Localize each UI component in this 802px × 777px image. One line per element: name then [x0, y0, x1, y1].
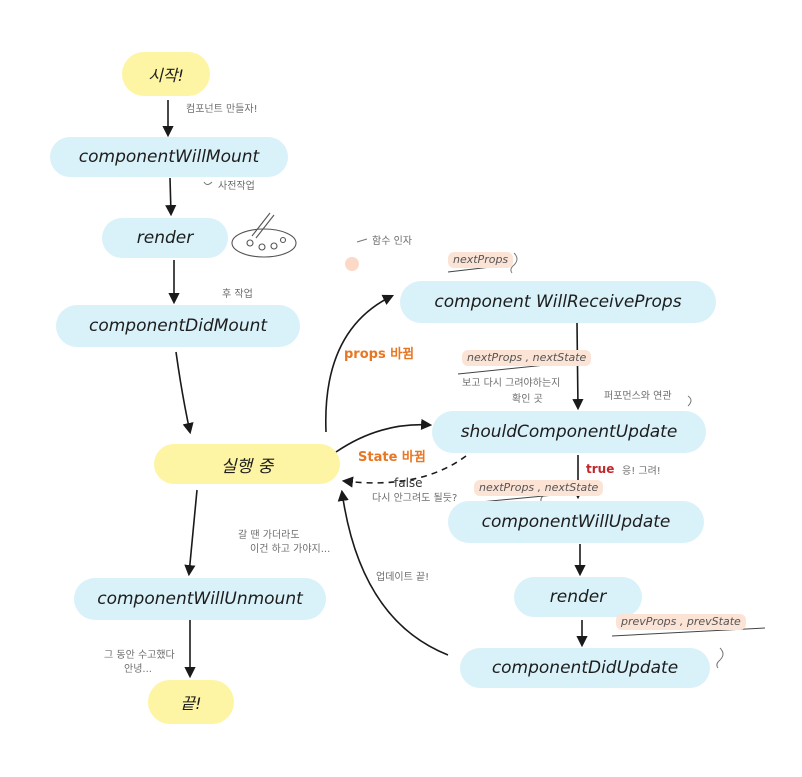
arrow-willmount-to-render [165, 177, 177, 217]
label-state-changed: State 바뀜 [358, 450, 426, 465]
tag-next-props-state-2: nextProps , nextState [474, 480, 604, 496]
arrow-running-to-shouldupdate [335, 418, 433, 453]
note-update-done: 업데이트 끝! [376, 572, 430, 583]
dot-icon [345, 257, 359, 271]
component-will-update-node: componentWillUpdate [448, 501, 704, 543]
label-props-changed: props 바뀜 [344, 347, 415, 362]
note-goodbye-2: 안녕... [124, 664, 152, 675]
component-did-mount-node: componentDidMount [56, 305, 300, 347]
tag-prev-props-state: prevProps , prevState [616, 614, 746, 630]
render-right-node: render [514, 577, 642, 617]
running-node: 실행 중 [154, 444, 340, 484]
tag-next-props-state-1: nextProps , nextState [462, 350, 592, 366]
end-node: 끝! [148, 680, 234, 724]
note-goodbye-1: 그 동안 수고했다 [104, 650, 175, 661]
note-ok-redraw: 응! 그려! [622, 466, 661, 477]
palette-icon [231, 212, 297, 258]
note-pre-work: 사전작업 [218, 181, 255, 192]
component-will-mount-node: componentWillMount [50, 137, 288, 177]
note-post-work: 후 작업 [222, 289, 253, 300]
start-node: 시작! [122, 52, 210, 96]
render-left-node: render [102, 218, 228, 258]
note-retry: 다시 안그려도 될듯? [372, 493, 458, 504]
arrow-running-to-receiveprops [325, 294, 395, 433]
component-will-receive-props-node: component WillReceiveProps [400, 281, 716, 323]
note-check-rerender-2: 확인 곳 [512, 394, 543, 405]
arrow-running-to-unmount [184, 489, 198, 577]
component-will-unmount-node: componentWillUnmount [74, 578, 326, 620]
label-true: true [586, 462, 615, 476]
arrow-didmount-to-running [175, 351, 194, 435]
note-even-if-2: 이건 하고 가야지... [250, 544, 331, 555]
note-performance: 퍼포먼스와 연관 [604, 391, 672, 402]
should-component-update-node: shouldComponentUpdate [432, 411, 706, 453]
note-function-arg: 함수 인자 [372, 236, 412, 247]
note-even-if-1: 갈 땐 가더라도 [238, 530, 300, 541]
component-did-update-node: componentDidUpdate [460, 648, 710, 688]
note-create-component: 컴포넌트 만들자! [186, 104, 258, 115]
arrow-false-to-running [341, 455, 467, 488]
arrow-didupdate-to-running [337, 489, 449, 656]
tag-next-props: nextProps [448, 252, 514, 268]
note-check-rerender-1: 보고 다시 그려야하는지 [462, 378, 561, 389]
label-false: false [394, 476, 423, 490]
